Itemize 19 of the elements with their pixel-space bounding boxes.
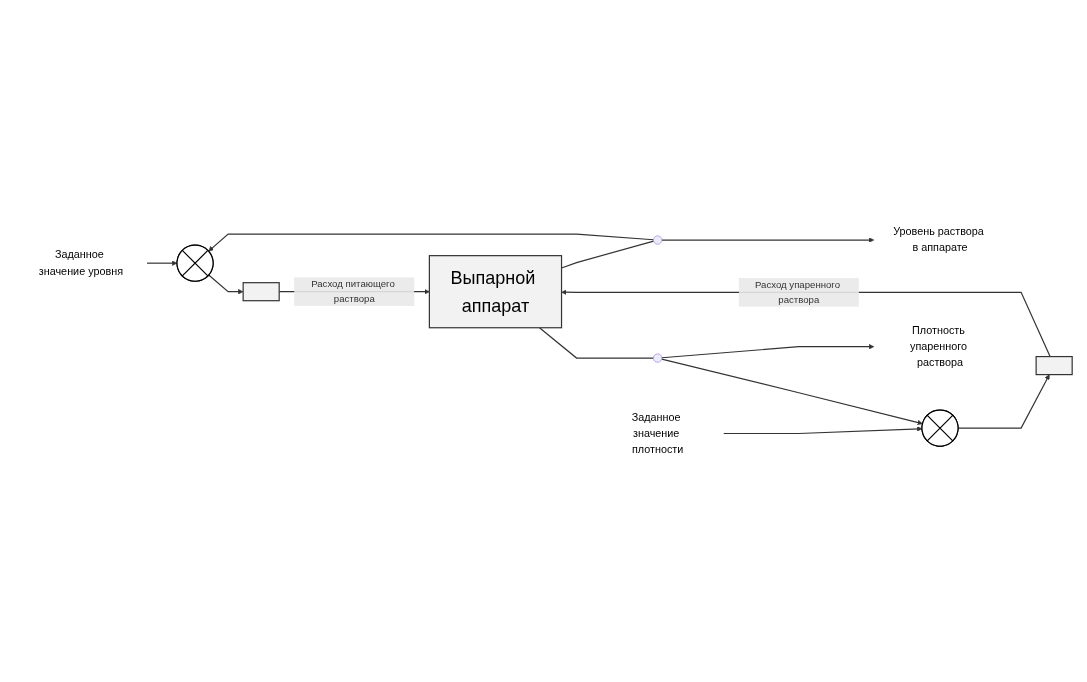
node-text: Плотность упаренного раствора [910, 324, 967, 369]
node-box: Выпарной аппарат [428, 255, 563, 329]
connector [538, 327, 655, 359]
arrow [208, 274, 244, 295]
edge-label: Расход упаренного раствора [754, 279, 840, 305]
node-text: Уровень раствора в аппарате [893, 225, 984, 255]
node-circle [653, 235, 663, 245]
arrow [661, 344, 875, 359]
arrow [146, 260, 178, 266]
node-box [242, 282, 280, 302]
arrow [723, 426, 923, 435]
arrow [661, 358, 923, 426]
node-box [1035, 356, 1073, 376]
edge-label: Расход питающего раствора [311, 279, 395, 304]
node-circle [653, 353, 663, 363]
arrow [661, 237, 875, 243]
node-text: Заданное значение плотности [631, 411, 684, 456]
arrow [208, 233, 655, 252]
node-text: Заданное значение уровня [38, 248, 124, 278]
